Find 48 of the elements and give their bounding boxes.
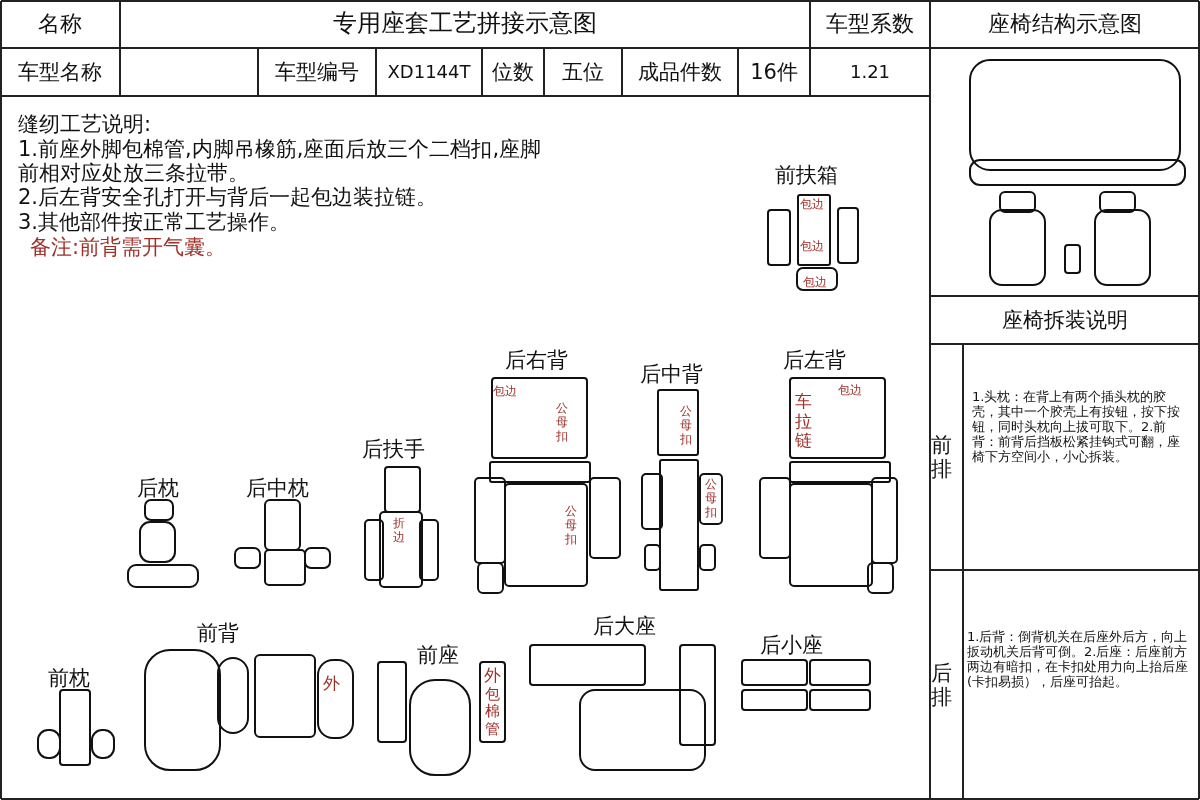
side-mark: 外 — [484, 666, 501, 686]
field-value: 1.21 — [848, 59, 892, 84]
field-value: 五位 — [561, 58, 605, 86]
sheet-title: 专用座套工艺拼接示意图 — [332, 8, 598, 40]
sewing-note: 3.其他部件按正常工艺操作。 — [18, 210, 292, 235]
seam-mark: 包边 — [493, 385, 517, 399]
part-name: 后枕 — [137, 476, 179, 501]
field-label: 车型名称 — [17, 58, 103, 86]
part-name: 前座 — [417, 643, 459, 668]
part-name: 后小座 — [760, 633, 823, 658]
row-label: 前排 — [930, 431, 953, 483]
zipper-mark: 车拉链 — [795, 392, 813, 451]
field-value: XD1144T — [386, 59, 472, 84]
sewing-note: 2.后左背安全孔打开与背后一起包边装拉链。 — [18, 185, 439, 210]
header-label: 座椅结构示意图 — [987, 10, 1143, 39]
seam-mark: 包边 — [838, 384, 862, 398]
padding-mark: 包棉管 — [485, 686, 501, 738]
fastener-mark: 公母扣 — [680, 405, 693, 447]
side-mark: 外 — [323, 674, 340, 694]
part-name: 前枕 — [48, 666, 90, 691]
header-label: 车型系数 — [825, 10, 915, 39]
part-name: 后右背 — [505, 348, 568, 373]
fastener-mark: 公母扣 — [565, 505, 578, 547]
part-name: 后左背 — [783, 348, 846, 373]
seam-mark: 包边 — [800, 198, 824, 212]
section-heading: 座椅拆装说明 — [1001, 306, 1129, 334]
field-value: 16件 — [749, 58, 799, 86]
instruction-text: 1.头枕：在背上有两个插头枕的胶壳，其中一个胶壳上有按钮，按下按钮，同时头枕向上拔可取下。2.前背：前背后挡板松紧挂钩式可翻，座椅下方空间小，小心拆装。 — [972, 390, 1181, 465]
seam-mark: 包边 — [800, 240, 824, 254]
row-label: 后排 — [930, 659, 953, 711]
instruction-text: 1.后背：倒背机关在后座外后方，向上扳动机关后背可倒。2.后座：后座前方两边有暗扣，在卡扣处用力向上抬后座(卡扣易损），后座可抬起。 — [967, 630, 1189, 690]
seam-mark: 包边 — [803, 276, 827, 290]
field-label: 成品件数 — [637, 58, 723, 86]
part-name: 前扶箱 — [775, 163, 838, 188]
notes-heading: 缝纫工艺说明: — [18, 112, 153, 137]
field-label: 车型编号 — [274, 58, 360, 86]
part-name: 后扶手 — [362, 437, 425, 462]
part-name: 后中枕 — [246, 476, 309, 501]
header-label: 名称 — [37, 10, 83, 39]
field-label: 位数 — [491, 58, 535, 86]
sewing-note: 1.前座外脚包棉管,内脚吊橡筋,座面后放三个二档扣,座脚前相对应处放三条拉带。 — [18, 137, 543, 186]
fastener-mark: 公母扣 — [705, 478, 718, 520]
part-name: 后大座 — [593, 614, 656, 639]
fastener-mark: 公母扣 — [556, 402, 569, 444]
part-name: 后中背 — [640, 362, 703, 387]
remark-note: 备注:前背需开气囊。 — [30, 235, 228, 260]
part-name: 前背 — [197, 621, 239, 646]
seam-mark: 折边 — [393, 517, 406, 545]
